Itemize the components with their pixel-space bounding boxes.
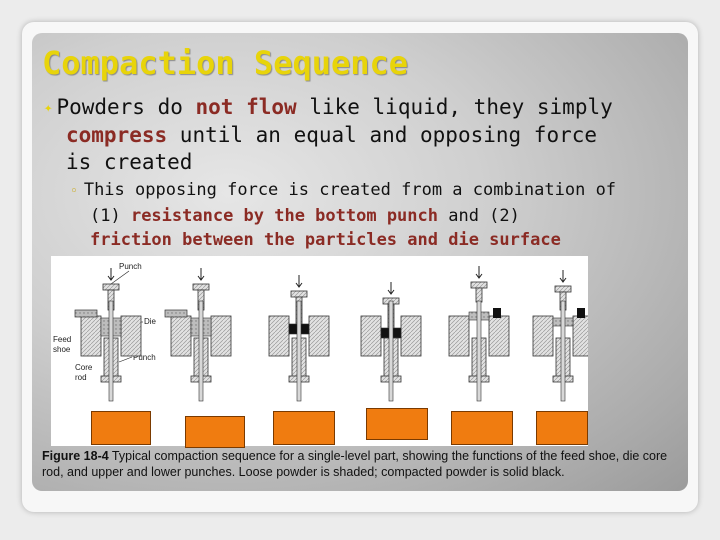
sub-bullet-icon: ◦ <box>70 184 78 199</box>
upper-punch-head-5 <box>470 281 488 289</box>
bullet1-highlight-not-flow: not flow <box>195 95 297 119</box>
core-rod-3 <box>296 300 302 402</box>
bullet2-line1: This opposing force is created from a co… <box>83 180 617 200</box>
orange-box-1 <box>91 411 151 445</box>
label-feed-shoe-1: Feed <box>53 335 71 344</box>
orange-box-4 <box>366 408 428 440</box>
arrow-head-5 <box>475 273 483 279</box>
die-right-5 <box>488 315 510 357</box>
label-core-rod-2: rod <box>75 373 87 382</box>
bullet1-highlight-compress: compress <box>66 123 168 147</box>
core-rod-5 <box>476 300 482 402</box>
compaction-sequence-figure: Punch Die Feed shoe Punch Core rod <box>51 256 594 448</box>
bullet2-highlight-friction: friction between the particles and die s… <box>90 230 561 250</box>
upper-punch-head-2 <box>192 283 210 291</box>
bullet1-text-line3: is created <box>66 150 193 174</box>
arrow-head-4 <box>387 289 395 295</box>
die-left-5 <box>448 315 470 357</box>
die-right-1 <box>120 315 142 357</box>
bullet2-pre: (1) <box>90 206 131 226</box>
orange-box-5 <box>451 411 513 445</box>
arrow-head-2 <box>197 275 205 281</box>
caption-text: Typical compaction sequence for a single… <box>42 449 668 479</box>
feed-shoe-2 <box>164 309 188 318</box>
core-rod-6 <box>560 300 566 402</box>
die-right-4 <box>400 315 422 357</box>
slide-title: Compaction Sequence <box>42 44 409 82</box>
bullet2-highlight-resistance: resistance by the bottom punch <box>130 206 438 226</box>
bullet1-text-post: until an equal and opposing force <box>167 123 598 147</box>
bullet1-text: Powders do <box>56 95 196 119</box>
upper-punch-head-1 <box>102 283 120 291</box>
upper-punch-head-6 <box>554 285 572 293</box>
label-feed-shoe-2: shoe <box>53 345 71 354</box>
arrow-head-3 <box>295 282 303 288</box>
die-right-2 <box>210 315 232 357</box>
bullet-level-2: ◦ This opposing force is created from a c… <box>70 178 690 252</box>
die-left-4 <box>360 315 382 357</box>
die-left-3 <box>268 315 290 357</box>
ejected-part-5 <box>493 308 501 318</box>
figure-caption: Figure 18-4 Typical compaction sequence … <box>42 448 692 480</box>
arrow-head-6 <box>559 277 567 283</box>
feed-shoe-1 <box>74 309 98 318</box>
label-punch-top: Punch <box>119 262 142 271</box>
die-right-3 <box>308 315 330 357</box>
core-rod-2 <box>198 300 204 402</box>
bullet2-mid: and (2) <box>438 206 520 226</box>
bullet-level-1: ✦Powders do not flow like liquid, they s… <box>44 94 684 176</box>
bullet1-text-mid: like liquid, they simply <box>296 95 613 119</box>
die-left-1 <box>80 315 102 357</box>
die-right-6 <box>572 315 594 357</box>
stages-group <box>74 266 594 402</box>
orange-box-2 <box>185 416 245 448</box>
ejected-part-6 <box>577 308 585 318</box>
label-punch-bottom: Punch <box>133 353 156 362</box>
label-die: Die <box>144 317 157 326</box>
caption-label: Figure 18-4 <box>42 449 109 463</box>
upper-punch-head-3 <box>290 290 308 298</box>
bullet-icon: ✦ <box>44 100 53 116</box>
core-rod-4 <box>388 300 394 402</box>
die-left-6 <box>532 315 554 357</box>
arrow-head-1 <box>107 275 115 281</box>
die-left-2 <box>170 315 192 357</box>
upper-punch-stem-5 <box>475 287 483 303</box>
orange-box-3 <box>273 411 335 445</box>
core-rod-1 <box>108 300 114 402</box>
orange-box-6 <box>536 411 588 445</box>
label-core-rod-1: Core <box>75 363 93 372</box>
